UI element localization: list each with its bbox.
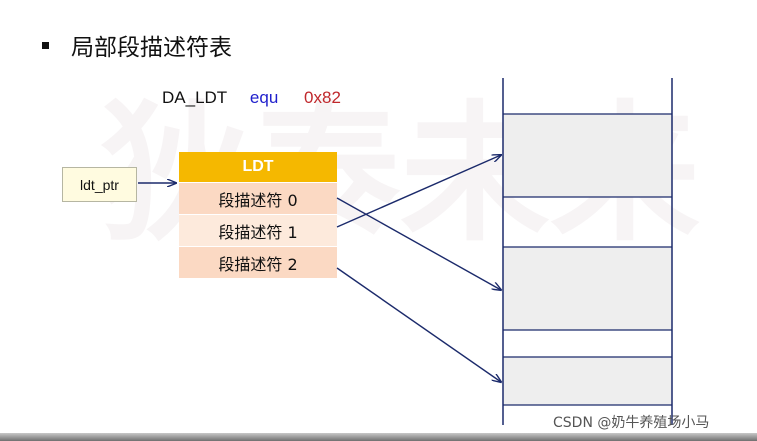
equ-keyword: equ [249, 88, 279, 107]
desc2-arrow [336, 267, 501, 382]
equ-definition: DA_LDT equ 0x82 [162, 88, 341, 108]
memory-segment [503, 247, 672, 330]
ldt-header: LDT [179, 152, 337, 182]
footer-shadow [0, 433, 757, 441]
ldt-row-0: 段描述符 0 [179, 182, 337, 214]
title-text: 局部段描述符表 [71, 35, 232, 61]
memory-segment [503, 357, 672, 405]
memory-segment [503, 114, 672, 197]
credit-text: CSDN @奶牛养殖场小马 [553, 415, 710, 431]
equ-name: DA_LDT [162, 88, 228, 107]
equ-value: 0x82 [304, 88, 341, 107]
ldt-row-2: 段描述符 2 [179, 246, 337, 278]
ldt-row-1: 段描述符 1 [179, 214, 337, 246]
desc0-arrow [336, 197, 501, 290]
bullet-icon [42, 41, 49, 49]
memory-column [502, 78, 673, 425]
slide-title: 局部段描述符表 [42, 28, 232, 62]
ldt-table: LDT 段描述符 0 段描述符 1 段描述符 2 [179, 152, 337, 278]
desc1-arrow [336, 155, 501, 228]
ldt-ptr-box: ldt_ptr [62, 167, 137, 202]
